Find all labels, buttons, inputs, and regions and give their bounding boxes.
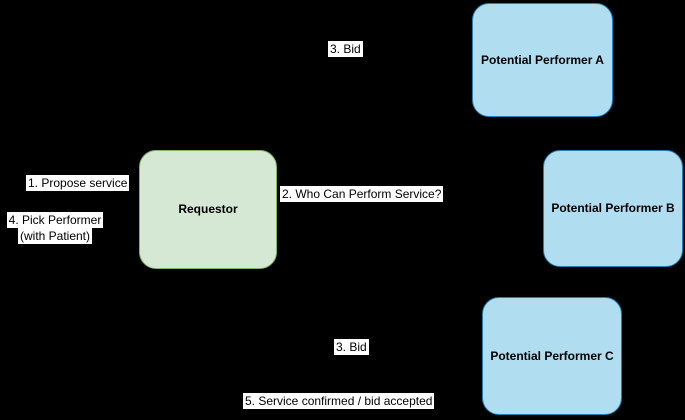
node-requestor-label: Requestor bbox=[178, 202, 238, 217]
node-potential-performer-a-label: Potential Performer A bbox=[481, 52, 604, 67]
node-potential-performer-b: Potential Performer B bbox=[543, 150, 683, 267]
node-requestor: Requestor bbox=[139, 150, 277, 269]
edge-label-propose-service: 1. Propose service bbox=[26, 175, 130, 191]
node-potential-performer-b-label: Potential Performer B bbox=[551, 201, 675, 216]
edge-label-pick-performer-line1: 4. Pick Performer bbox=[6, 212, 104, 228]
edge-label-bid-performer-a: 3. Bid bbox=[328, 41, 363, 57]
edge-label-pick-performer: 4. Pick Performer (with Patient) bbox=[0, 212, 110, 244]
edge-label-service-confirmed: 5. Service confirmed / bid accepted bbox=[243, 393, 435, 409]
node-potential-performer-c: Potential Performer C bbox=[482, 297, 622, 415]
node-potential-performer-a: Potential Performer A bbox=[472, 3, 613, 117]
edge-label-pick-performer-line2: (with Patient) bbox=[17, 228, 93, 244]
edge-label-bid-performer-c: 3. Bid bbox=[334, 339, 369, 355]
node-potential-performer-c-label: Potential Performer C bbox=[490, 348, 614, 363]
edge-label-who-can-perform-service: 2. Who Can Perform Service? bbox=[280, 186, 444, 202]
